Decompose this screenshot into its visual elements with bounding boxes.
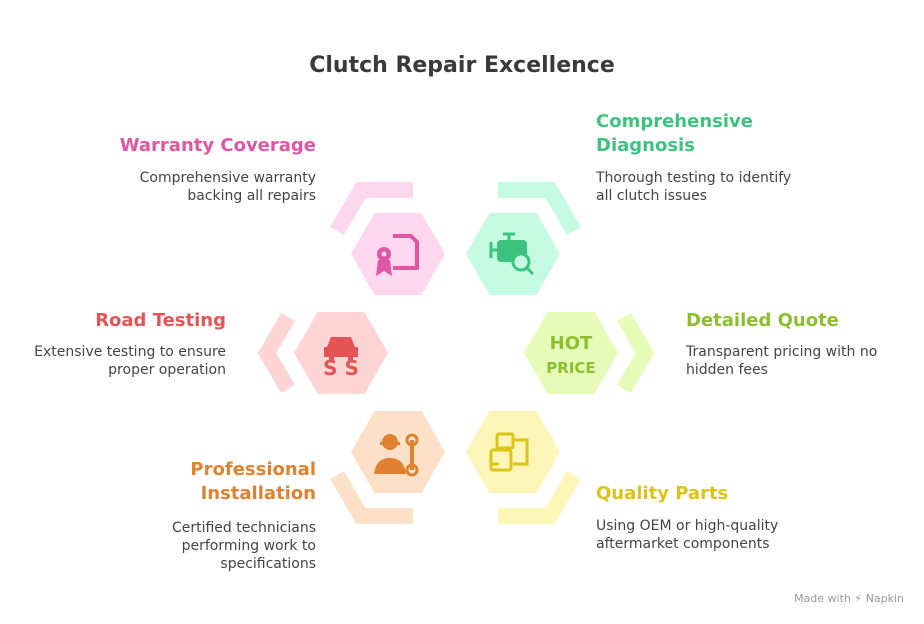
warranty-heading: Warranty Coverage [119,135,316,156]
certificate-icon [376,234,419,276]
quote-heading: Detailed Quote [686,310,839,331]
napkin-footer[interactable]: Made with ⚡ Napkin [794,592,904,605]
install-hexagon [351,411,445,493]
warranty-hexagon [351,213,445,295]
road-heading: Road Testing [95,310,226,331]
parts-hexagon [466,411,560,493]
svg-text:PRICE: PRICE [546,359,595,377]
car-skid-icon: S S [323,337,359,380]
parts-icon [489,432,529,472]
diagnosis-outer-ring [498,182,581,236]
hot-price-icon: HOT PRICE [546,333,595,377]
road-outer-ring [257,312,295,394]
warranty-outer-ring [330,182,413,236]
install-outer-ring [330,470,413,524]
quote-outer-ring [617,312,655,394]
svg-text:S S: S S [323,356,359,380]
page-title: Clutch Repair Excellence [309,53,615,78]
parts-outer-ring [498,470,581,524]
quote-hexagon [524,312,618,394]
engine-search-icon [489,232,535,276]
svg-text:HOT: HOT [550,333,593,354]
mechanic-icon [374,433,419,477]
parts-heading: Quality Parts [596,483,729,504]
